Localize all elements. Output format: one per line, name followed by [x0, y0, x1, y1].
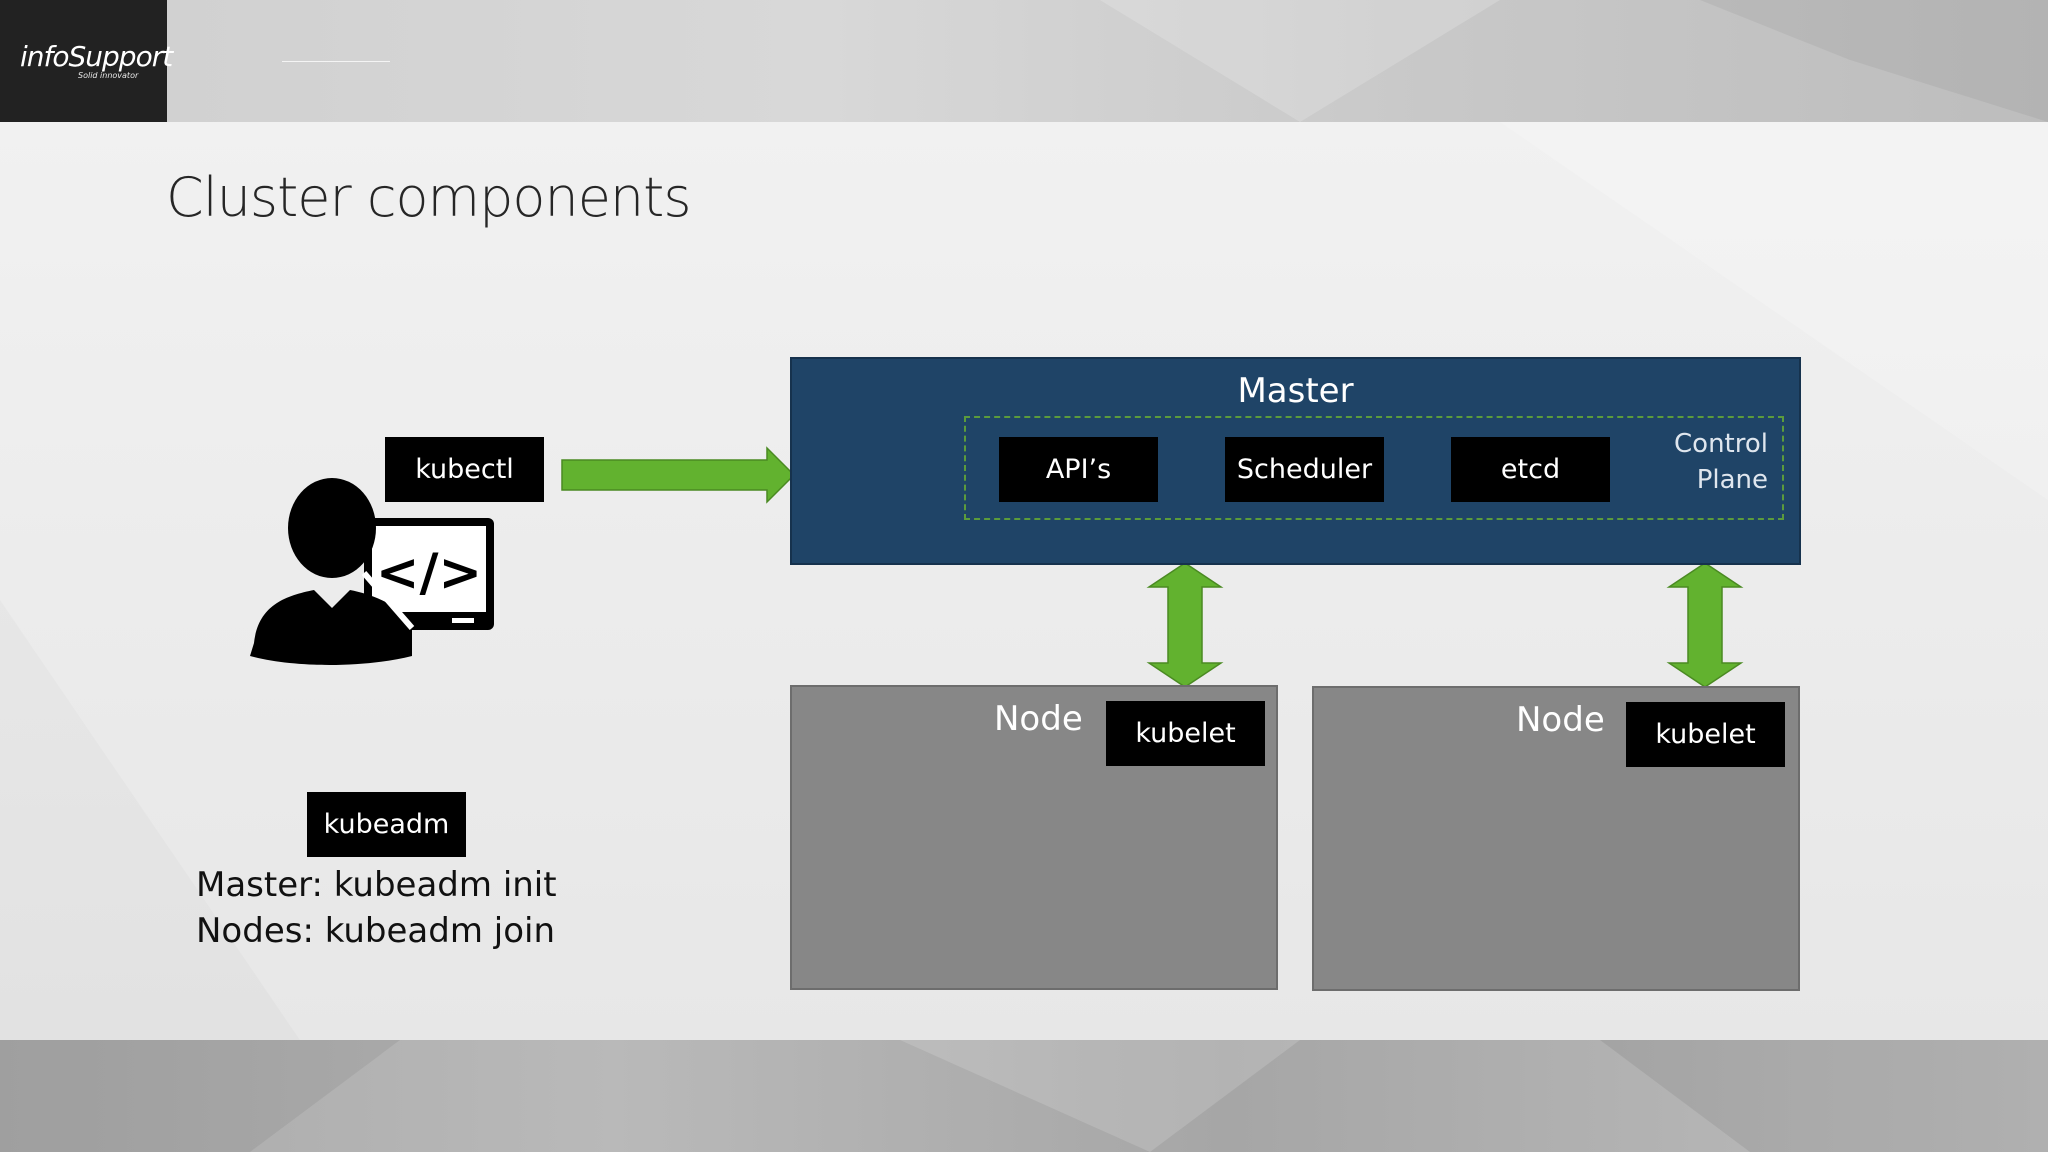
developer-with-code-monitor-icon: </> [250, 478, 494, 665]
node-1-kubelet-label: kubelet [1135, 718, 1236, 749]
kubeadm-label: kubeadm [323, 809, 450, 840]
node-1-label: Node [994, 699, 1083, 739]
kubeadm-box: kubeadm [307, 792, 466, 857]
scheduler-component: Scheduler [1225, 437, 1384, 502]
master-label: Master [1237, 371, 1354, 411]
logo-wordmark: infoSupport [20, 39, 173, 73]
logo-tagline: Solid innovator [78, 70, 139, 80]
apis-component: API’s [999, 437, 1158, 502]
node-2-label: Node [1516, 700, 1605, 740]
infosupport-logo: infoSupport Solid innovator [0, 0, 173, 122]
kubectl-label: kubectl [415, 454, 514, 485]
scheduler-label: Scheduler [1236, 454, 1373, 485]
apis-label: API’s [1045, 454, 1112, 485]
node-1-kubelet: kubelet [1106, 701, 1265, 766]
node-box-1: Node kubelet [790, 685, 1278, 990]
control-plane-group: Control Plane [964, 416, 1784, 520]
footer-band [0, 1040, 2048, 1152]
control-plane-label-line1: Control [1674, 429, 1768, 459]
control-plane-label-line2: Plane [1696, 465, 1768, 495]
svg-text:</>: </> [376, 543, 482, 603]
node-2-kubelet: kubelet [1626, 702, 1785, 767]
control-plane-label: Control Plane [1674, 426, 1768, 498]
master-box: Master Control Plane API’s Scheduler etc… [790, 357, 1801, 565]
node-2-kubelet-label: kubelet [1655, 719, 1756, 750]
kubeadm-commands: Master: kubeadm init Nodes: kubeadm join [196, 862, 557, 954]
kubeadm-join-line: Nodes: kubeadm join [196, 911, 555, 951]
etcd-label: etcd [1500, 454, 1561, 485]
kubectl-box: kubectl [385, 437, 544, 502]
etcd-component: etcd [1451, 437, 1610, 502]
header-divider [282, 61, 390, 62]
kubeadm-init-line: Master: kubeadm init [196, 865, 557, 905]
slide-title: Cluster components [166, 166, 691, 229]
node-box-2: Node kubelet [1312, 686, 1800, 991]
